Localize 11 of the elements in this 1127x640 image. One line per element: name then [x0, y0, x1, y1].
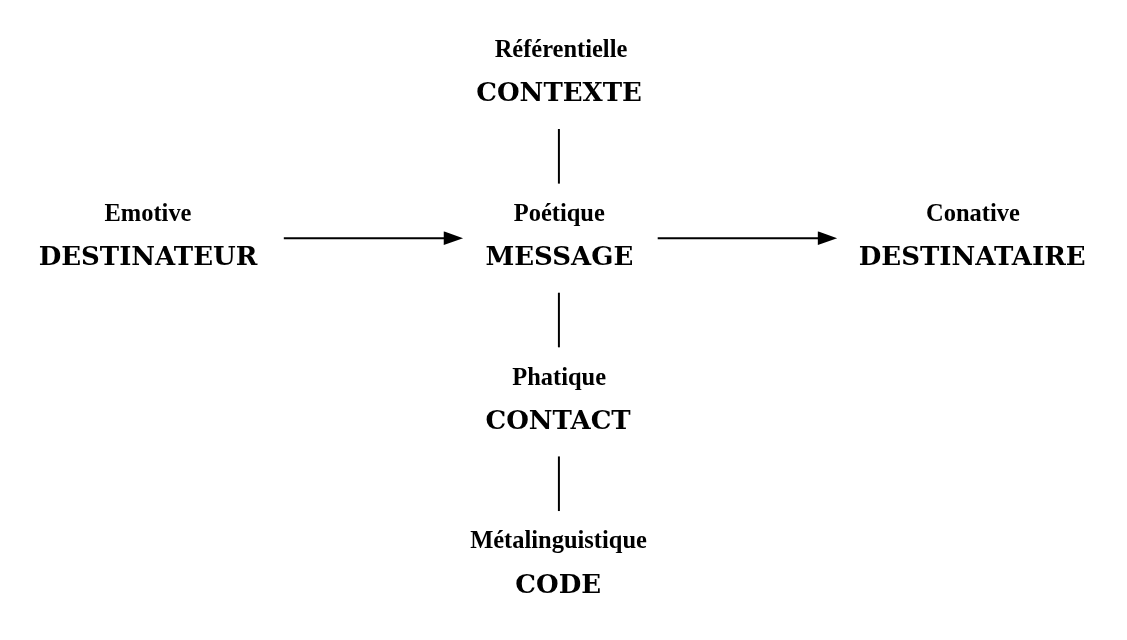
connector: [557, 455, 560, 513]
connector: [557, 128, 560, 185]
node-text: Référentielle CONTEXTE: [476, 35, 642, 108]
node-text: Métalinguistique CODE: [470, 526, 647, 599]
node-text: Poétique MESSAGE: [485, 199, 634, 272]
node-text: Phatique CONTACT: [485, 362, 631, 435]
node-text: Emotive DESTINATEUR: [38, 199, 258, 272]
node-text: Conative DESTINATAIRE: [858, 199, 1086, 272]
arrow: [282, 231, 464, 245]
connector: [557, 291, 560, 349]
arrow: [656, 231, 838, 245]
